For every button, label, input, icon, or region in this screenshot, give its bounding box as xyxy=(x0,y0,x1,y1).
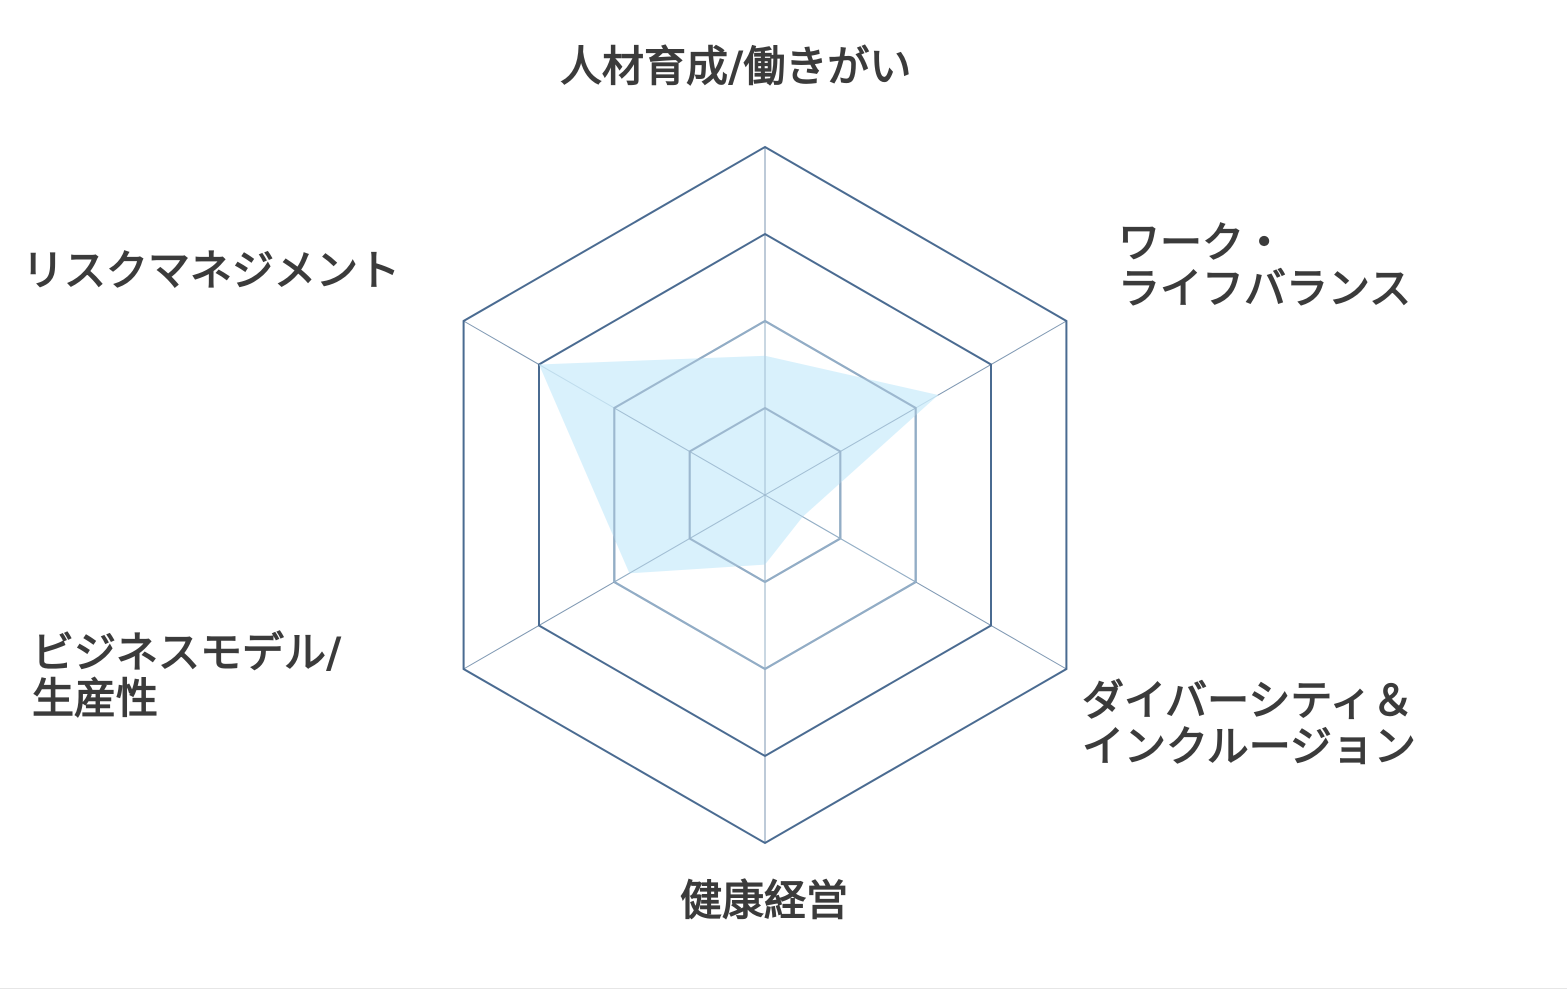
radar-ring-4 xyxy=(462,145,1068,845)
axis-label-work-life-balance: ワーク・ ライフバランス xyxy=(1118,218,1412,313)
radar-series xyxy=(539,355,939,574)
radar-grid-overlay xyxy=(613,319,917,671)
radar-spoke-overlay-4 xyxy=(614,494,766,583)
radar-spoke-overlay-5 xyxy=(614,407,766,496)
bottom-divider xyxy=(0,988,1567,989)
radar-spoke-overlay-1 xyxy=(764,407,916,496)
axis-label-health-management: 健康経営 xyxy=(680,876,849,925)
axis-label-diversity-inclusion: ダイバーシティ＆ インクルージョン xyxy=(1082,676,1416,771)
axis-label-business-model-productivity: ビジネスモデル/ 生産性 xyxy=(32,628,342,723)
axis-label-human-resources: 人材育成/働きがい xyxy=(560,42,912,91)
radar-spoke-overlay-2 xyxy=(764,494,916,583)
radar-series-area-0 xyxy=(539,355,939,574)
axis-label-risk-management: リスクマネジメント xyxy=(22,246,401,295)
